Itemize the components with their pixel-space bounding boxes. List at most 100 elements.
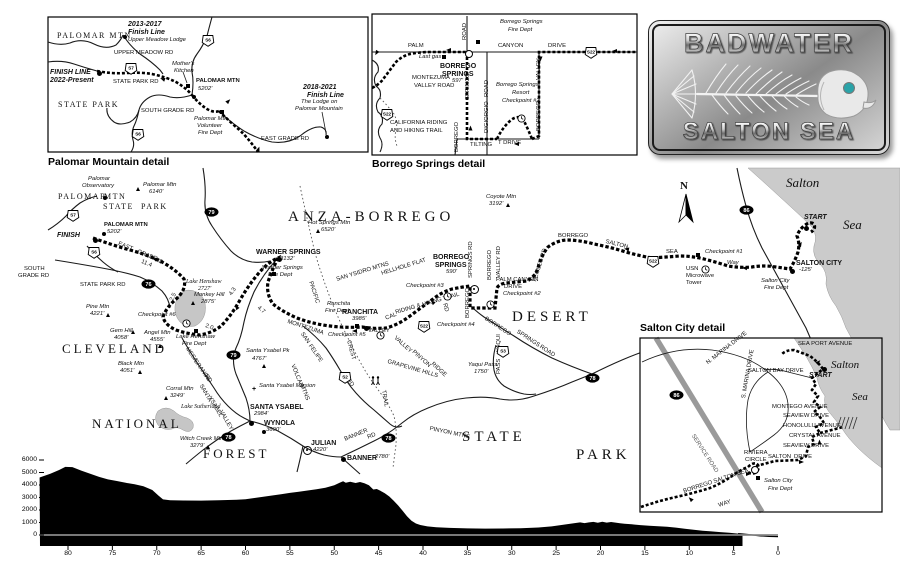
inset3-label: BORREGO SALTON SEA — [682, 467, 750, 495]
main-label: CLEVELAND — [62, 341, 167, 356]
map-roadthin — [182, 71, 188, 84]
checkpoint-clock-icon — [182, 315, 191, 333]
main-label: Palomar Mtn — [143, 182, 177, 188]
main-label: SPRINGS RD — [468, 241, 474, 278]
svg-text:79: 79 — [230, 353, 236, 359]
route-direction-arrow — [514, 142, 519, 146]
main-label: PALOMAR MTN — [104, 222, 148, 228]
main-label: Lake Henshaw — [176, 334, 215, 340]
route-direction-arrow — [159, 76, 166, 82]
state-highway-shield: 79 — [226, 347, 241, 365]
main-label: 590' — [446, 269, 457, 275]
county-route-shield: S22 — [584, 46, 598, 64]
inset3-label: CIRCLE — [745, 457, 767, 463]
map-road — [130, 109, 140, 153]
main-label: Palomar — [88, 176, 110, 182]
main-label: USN — [686, 266, 699, 272]
map-roadthin — [763, 368, 813, 379]
inset-box — [639, 337, 883, 513]
town-dot — [249, 421, 254, 426]
fire-dept-square — [355, 324, 359, 328]
inset2-label: ROAD — [484, 79, 490, 97]
svg-text:S7: S7 — [70, 213, 76, 218]
main-label: CREST — [345, 339, 357, 361]
county-route-shield: S22 — [417, 320, 431, 338]
north-arrow — [685, 193, 694, 224]
map-route2 — [371, 50, 467, 90]
chart-x-label: 60 — [241, 550, 250, 557]
circle-marker — [751, 466, 759, 474]
chart-y-label: 0 — [33, 531, 37, 538]
inset2-label: MONTEZUMA — [412, 75, 450, 81]
fire-dept-square — [186, 84, 190, 88]
main-label: FINISH — [57, 232, 80, 239]
state-highway-shield: 79 — [204, 204, 219, 222]
inset2-label: AND HIKING TRAIL — [390, 128, 443, 134]
logo-panel: BADWATER — [652, 24, 886, 151]
mountain-peak-icon — [158, 344, 162, 348]
route-direction-arrow — [815, 358, 822, 366]
main-label: 4555' — [150, 337, 165, 343]
main-label: Tower — [686, 280, 702, 286]
town-dot — [822, 367, 827, 372]
mountain-peak-icon — [106, 313, 110, 317]
state-highway-shield: 78 — [381, 430, 396, 448]
inset2-label: PALM — [408, 43, 424, 49]
mission-cross-icon: + — [252, 386, 257, 393]
main-label: FOREST — [203, 446, 270, 461]
inset3-label: Fire Dept — [768, 486, 793, 492]
inset2-label: Resort — [512, 90, 530, 96]
inset2-label: SPRINGS — [442, 71, 474, 78]
chart-y-label: 3000 — [21, 493, 37, 501]
main-label: BORREGO — [433, 254, 470, 261]
map-route2 — [465, 52, 497, 141]
inset2-label: DRIVE — [548, 43, 567, 49]
svg-text:S22: S22 — [420, 324, 429, 329]
fire-dept-square — [756, 476, 760, 480]
chart-x-label: 45 — [374, 550, 383, 557]
main-label: 2727' — [198, 286, 212, 292]
map-trail — [299, 185, 397, 469]
map-road — [47, 195, 98, 231]
inset1-label: EAST GRADE RD — [261, 136, 310, 142]
main-label: Pine Mtn — [86, 304, 110, 310]
main-label: Santa Ysabel Pk — [246, 348, 290, 354]
inset1-label: PALOMAR MTN — [57, 31, 132, 40]
chart-x-label: 80 — [64, 550, 72, 557]
map-route2 — [755, 367, 826, 468]
map-road — [492, 344, 537, 396]
fire-dept-square — [476, 40, 480, 44]
inset3-label: SEA PORT AVENUE — [798, 341, 853, 347]
inset2-label: CALIFORNIA RIDING — [390, 120, 448, 126]
inset1-label: STATE PARK — [58, 100, 119, 109]
map-route2 — [819, 425, 844, 435]
route-direction-arrow — [225, 97, 232, 105]
svg-text:79: 79 — [208, 210, 214, 216]
inset3-label: SALTON — [768, 454, 792, 460]
main-label: Gem Hill — [110, 328, 133, 334]
main-label: Fire Dept — [268, 272, 293, 278]
inset1-label: Palomar Mountain — [295, 106, 343, 112]
route-direction-arrow — [817, 439, 822, 445]
chart-x-label: 10 — [685, 550, 694, 557]
town-dot — [123, 35, 127, 39]
main-label: -125' — [799, 267, 812, 273]
main-label: Sea — [843, 217, 862, 232]
county-route-shield: S7 — [124, 62, 138, 80]
inset1-label: SOUTH GRADE RD — [141, 108, 195, 114]
chart-x-label: 50 — [330, 550, 339, 557]
svg-text:S22: S22 — [383, 112, 392, 117]
inset1-label: Fire Dept — [198, 130, 223, 136]
main-label: SEA — [666, 249, 678, 255]
elevation-profile-area — [39, 466, 743, 546]
main-label: NATIONAL — [92, 416, 182, 431]
route-direction-arrow — [687, 495, 694, 503]
inset3-label: SEAVIEW DRIVE — [783, 413, 830, 419]
chart-y-label: 2000 — [21, 506, 37, 513]
inset2-label: CANYON — [498, 43, 524, 49]
map-roadthin — [321, 111, 327, 134]
main-label: Angel Mtn — [144, 330, 171, 336]
inset1-label: UPPER MEADOW RD — [114, 50, 174, 56]
map-route2 — [218, 110, 260, 153]
state-highway-shield: 78 — [221, 429, 236, 447]
